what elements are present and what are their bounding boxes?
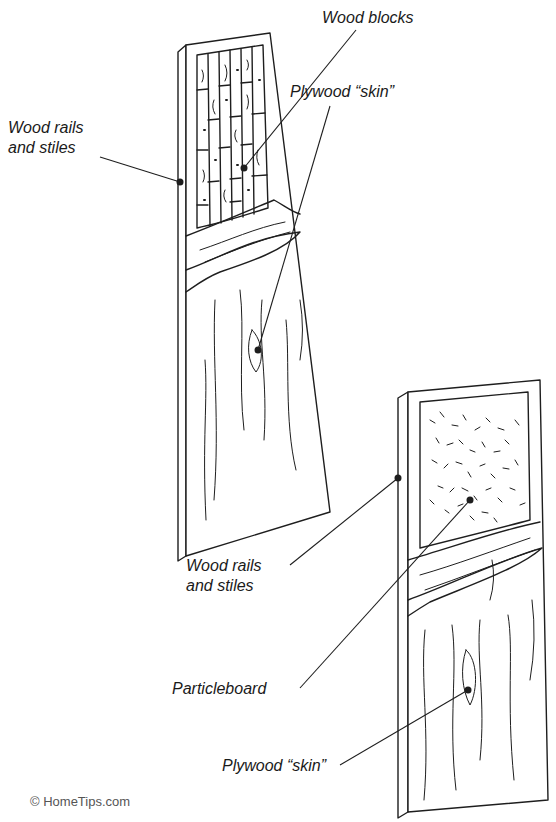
wood-specks — [204, 70, 260, 200]
leader-dot — [241, 165, 248, 172]
door-face — [408, 380, 548, 812]
skin-tear — [408, 548, 542, 616]
part-label: Particleboard — [172, 679, 312, 699]
wood-blocks — [197, 45, 268, 228]
veneer-grain — [205, 290, 303, 520]
leader-line — [300, 500, 470, 688]
copyright-note: © HomeTips.com — [30, 792, 190, 812]
wood-knot — [249, 330, 262, 372]
veneer-grain — [420, 538, 535, 590]
part-label: Wood rails and stiles — [186, 556, 286, 596]
leader-lines — [100, 30, 470, 765]
door-face — [186, 33, 330, 556]
door-upper — [178, 33, 330, 561]
part-label: Wood blocks — [322, 8, 442, 28]
part-label: Plywood “skin” — [290, 82, 430, 102]
veneer-grain — [200, 222, 290, 262]
leader-dot — [465, 687, 472, 694]
leader-line — [100, 157, 180, 182]
block-joints — [197, 82, 267, 205]
veneer-grain — [424, 560, 535, 800]
part-label: Plywood “skin” — [222, 756, 362, 776]
door-lower — [398, 380, 548, 818]
skin-tear — [186, 232, 300, 292]
leader-line — [290, 478, 398, 565]
door-edge — [178, 45, 186, 561]
leader-dots — [177, 165, 474, 694]
part-label: Wood rails and stiles — [8, 118, 100, 158]
leader-dot — [177, 179, 184, 186]
skin-tear — [186, 200, 300, 236]
particle-chips — [430, 412, 525, 522]
leader-dot — [467, 497, 474, 504]
leader-line — [340, 690, 468, 765]
wood-knot — [463, 650, 476, 705]
leader-dot — [395, 475, 402, 482]
leader-line — [258, 106, 330, 350]
door-edge — [398, 392, 408, 818]
wood-grain — [202, 60, 259, 202]
leader-dot — [255, 347, 262, 354]
block-grid — [208, 47, 254, 226]
particleboard — [420, 392, 530, 548]
